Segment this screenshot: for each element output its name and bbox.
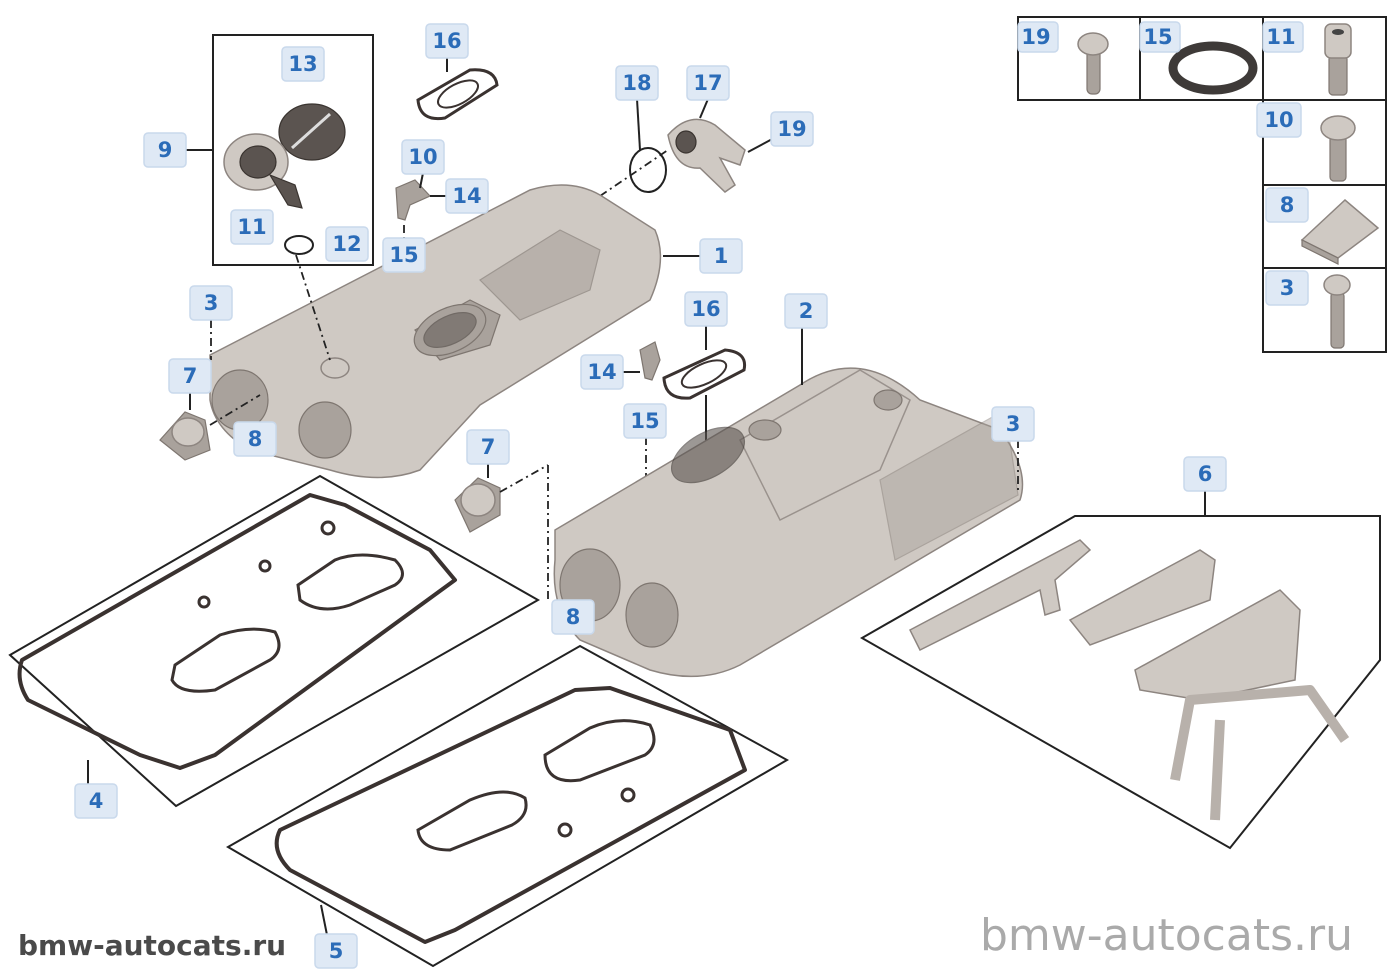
svg-text:19: 19 (1021, 25, 1050, 49)
svg-text:10: 10 (1264, 108, 1293, 132)
spring-washer-15-icon (1168, 41, 1258, 95)
svg-text:3: 3 (1006, 412, 1021, 436)
bolt-10-icon (1320, 115, 1356, 182)
svg-text:15: 15 (389, 243, 418, 267)
svg-text:3: 3 (1280, 276, 1295, 300)
bolt-3-icon (1323, 274, 1351, 349)
svg-text:15: 15 (630, 409, 659, 433)
gasket-16-top-icon (416, 68, 499, 121)
callout-17[interactable]: 17 (686, 65, 730, 101)
svg-text:3: 3 (204, 291, 219, 315)
svg-text:11: 11 (237, 215, 266, 239)
callout-3-right[interactable]: 3 (991, 406, 1035, 442)
svg-text:7: 7 (183, 364, 198, 388)
svg-text:13: 13 (288, 52, 317, 76)
callout-18[interactable]: 18 (615, 65, 659, 101)
svg-text:6: 6 (1198, 462, 1213, 486)
callout-7-left[interactable]: 7 (168, 358, 212, 394)
svg-text:18: 18 (622, 71, 651, 95)
clip-8-icon (1300, 198, 1380, 265)
cylinder-head-cover-1-icon (209, 184, 662, 479)
svg-text:15: 15 (1143, 25, 1172, 49)
svg-text:14: 14 (452, 184, 481, 208)
callout-1[interactable]: 1 (699, 238, 743, 274)
svg-text:7: 7 (481, 435, 496, 459)
vent-valve-17-icon (667, 118, 746, 193)
legend-callout-10[interactable]: 10 (1256, 102, 1302, 138)
legend-callout-11[interactable]: 11 (1262, 21, 1304, 53)
cap-7-left-icon (159, 411, 211, 461)
callout-3-left[interactable]: 3 (189, 285, 233, 321)
svg-text:8: 8 (566, 605, 581, 629)
callout-13[interactable]: 13 (281, 46, 325, 82)
svg-text:1: 1 (714, 244, 729, 268)
cap-7-right-icon (454, 477, 501, 533)
svg-text:16: 16 (432, 29, 461, 53)
callout-10[interactable]: 10 (401, 139, 445, 175)
callout-7-right[interactable]: 7 (466, 429, 510, 465)
callout-14-top[interactable]: 14 (445, 178, 489, 214)
small-parts-legend (1017, 16, 1387, 353)
svg-text:14: 14 (587, 360, 616, 384)
svg-text:19: 19 (777, 117, 806, 141)
bolt-11-icon (1324, 23, 1352, 96)
svg-text:10: 10 (408, 145, 437, 169)
callout-2[interactable]: 2 (784, 293, 828, 329)
callout-8-left[interactable]: 8 (233, 421, 277, 457)
legend-callout-19[interactable]: 19 (1017, 21, 1059, 53)
callout-5[interactable]: 5 (314, 933, 358, 969)
vent-pipes-6-icon (859, 515, 1381, 850)
legend-callout-15[interactable]: 15 (1139, 21, 1181, 53)
svg-text:8: 8 (1280, 193, 1295, 217)
callout-19[interactable]: 19 (770, 111, 814, 147)
callout-4[interactable]: 4 (74, 783, 118, 819)
o-ring-18-icon (629, 147, 667, 193)
gasket-16-right-icon (662, 348, 747, 400)
filler-cap-13-icon (278, 103, 346, 161)
callout-6[interactable]: 6 (1183, 456, 1227, 492)
o-ring-12-icon (284, 235, 314, 255)
callout-16-top[interactable]: 16 (425, 23, 469, 59)
svg-text:8: 8 (248, 427, 263, 451)
svg-text:12: 12 (332, 232, 361, 256)
svg-text:16: 16 (691, 297, 720, 321)
watermark-bottom: bmw-autocats.ru (18, 929, 286, 962)
svg-text:4: 4 (89, 789, 104, 813)
callout-15-right[interactable]: 15 (623, 403, 667, 439)
callout-8-right[interactable]: 8 (551, 599, 595, 635)
sensor-14-right-icon (639, 341, 661, 381)
callout-15-top[interactable]: 15 (382, 237, 426, 273)
callout-11[interactable]: 11 (230, 209, 274, 245)
svg-text:9: 9 (158, 138, 173, 162)
legend-callout-8[interactable]: 8 (1265, 187, 1309, 223)
callout-14-right[interactable]: 14 (580, 354, 624, 390)
gasket-4-icon (8, 474, 541, 808)
watermark-top: bmw-autocats.ru (980, 910, 1353, 961)
filler-neck-icon (223, 133, 303, 209)
legend-callout-3[interactable]: 3 (1265, 270, 1309, 306)
svg-text:11: 11 (1266, 25, 1295, 49)
bolt-19-icon (1077, 32, 1109, 95)
callout-9[interactable]: 9 (143, 132, 187, 168)
gasket-5-icon (225, 644, 790, 968)
svg-text:5: 5 (329, 939, 344, 963)
sensor-14-top-icon (395, 179, 432, 221)
callout-16-right[interactable]: 16 (684, 291, 728, 327)
callout-12[interactable]: 12 (325, 226, 369, 262)
svg-text:2: 2 (799, 299, 814, 323)
svg-text:17: 17 (693, 71, 722, 95)
